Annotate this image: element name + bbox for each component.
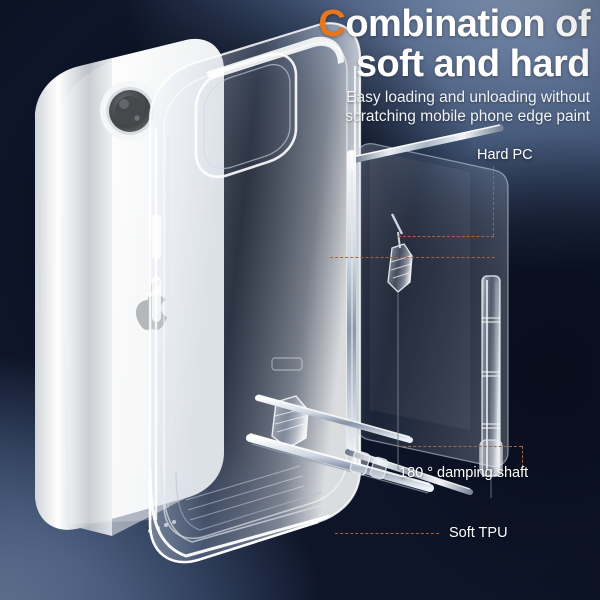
phone-side-button <box>36 196 41 248</box>
title-line-1-rest: ombination of <box>345 3 590 45</box>
subtitle-line-1: Easy loading and unloading without <box>346 89 590 106</box>
page-title: Combination of soft and hard <box>170 4 590 84</box>
title-accent-letter: C <box>318 3 345 45</box>
case-logo-emboss <box>271 357 303 371</box>
leader-line-hard-pc-vertical <box>493 166 494 236</box>
page-subtitle: Easy loading and unloading without scrat… <box>170 88 590 126</box>
kickstand-leg <box>479 275 503 477</box>
callout-label-damping-shaft: 180 ° damping shaft <box>399 465 528 481</box>
leader-line-shaft-vertical <box>522 446 523 472</box>
shaft-knuckles <box>349 450 389 480</box>
phone-camera <box>100 81 160 141</box>
pc-plate-bottom-frame <box>345 449 473 495</box>
shaft-bar <box>246 434 434 492</box>
callout-label-soft-tpu: Soft TPU <box>449 525 508 541</box>
leader-line-hard-pc-horizontal <box>398 236 494 237</box>
pc-plate-top-frame <box>348 124 504 164</box>
hard-pc-plate <box>345 124 509 495</box>
tpu-soft-case <box>148 22 362 564</box>
subtitle-line-2: scratching mobile phone edge paint <box>345 108 590 125</box>
tpu-bumper-foreground <box>148 469 331 558</box>
leader-line-soft-tpu <box>335 533 439 534</box>
tpu-button-covers <box>152 214 161 322</box>
leader-line-shaft-horizontal <box>398 446 522 447</box>
damping-shaft-hinge <box>246 213 434 494</box>
leader-line-hard-pc-horizontal-2 <box>330 257 495 258</box>
callout-label-hard-pc: Hard PC <box>477 147 533 163</box>
title-line-2: soft and hard <box>356 43 591 85</box>
